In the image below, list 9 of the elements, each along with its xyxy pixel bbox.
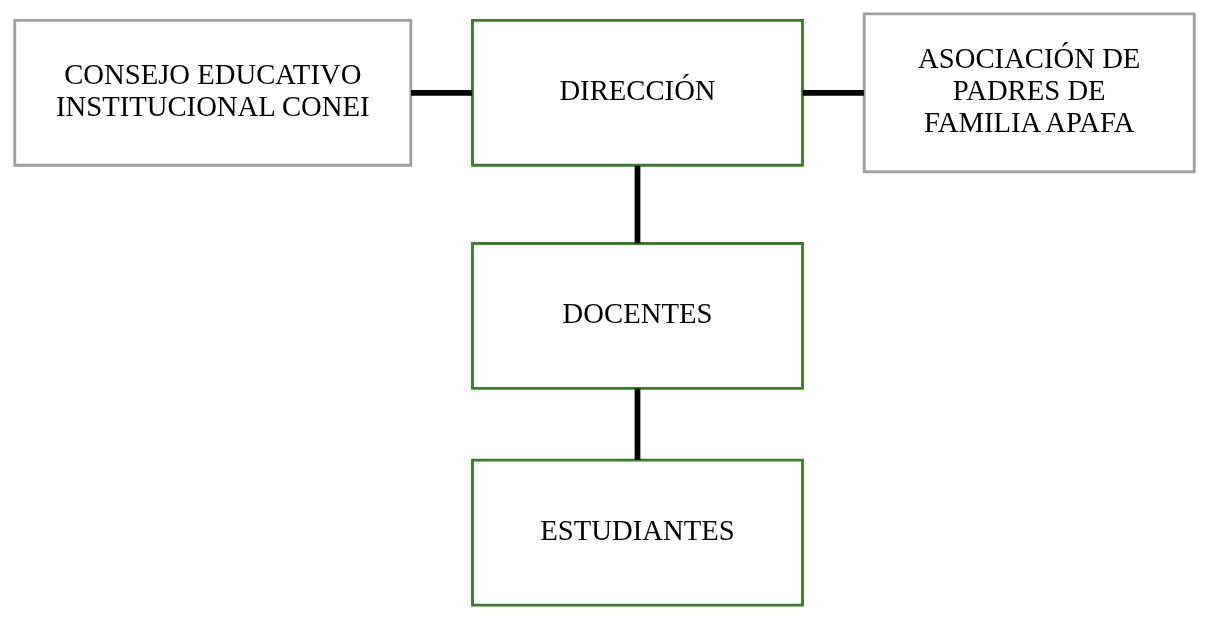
- node-box: ESTUDIANTES: [471, 458, 804, 607]
- connector: [802, 89, 864, 96]
- node-box: DOCENTES: [471, 242, 804, 390]
- node-box: CONSEJO EDUCATIVO INSTITUCIONAL CONEI: [13, 18, 413, 167]
- node-box: DIRECCIÓN: [471, 18, 804, 167]
- connector: [411, 89, 473, 96]
- node-box: ASOCIACIÓN DE PADRES DE FAMILIA APAFA: [862, 12, 1196, 174]
- connector: [634, 388, 641, 460]
- connector: [634, 165, 641, 244]
